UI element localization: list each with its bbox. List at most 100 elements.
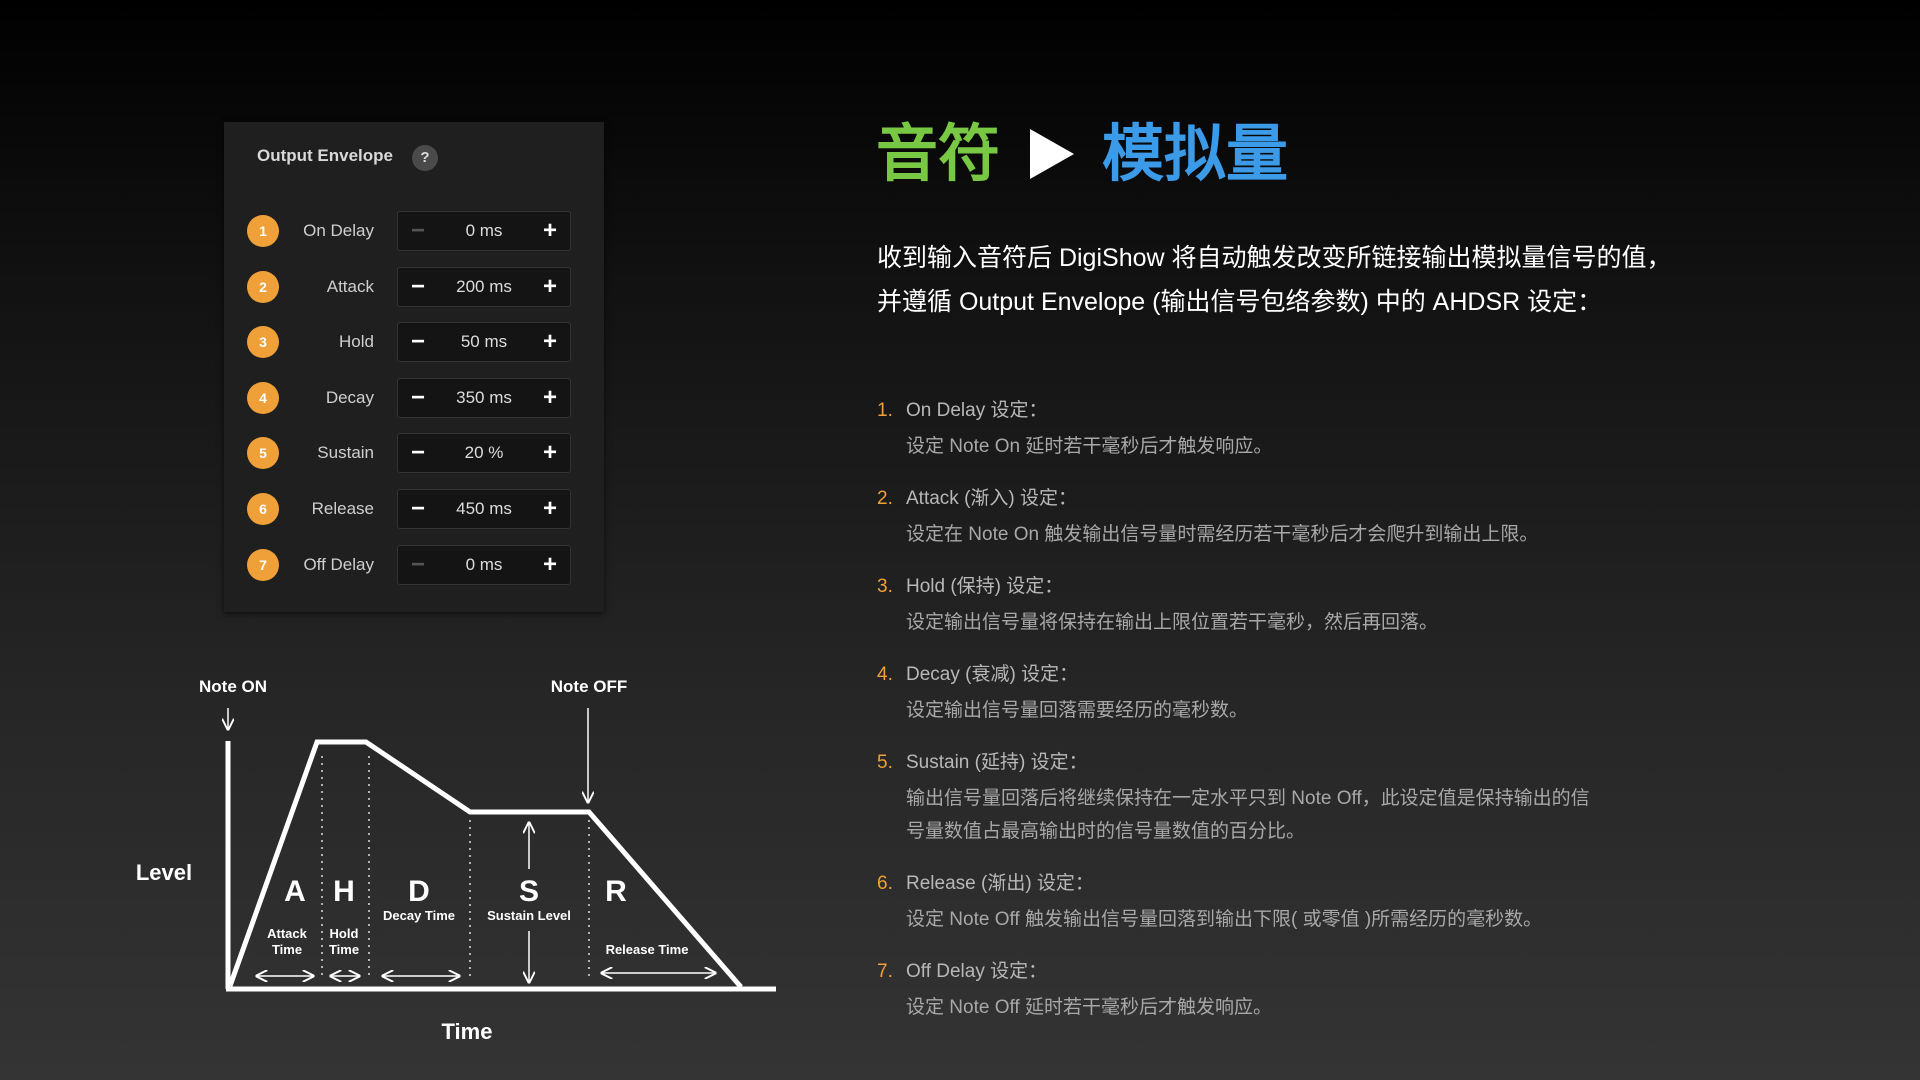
hold-time-label: Hold (330, 926, 359, 941)
increment-button[interactable]: + (542, 495, 557, 522)
param-value[interactable]: 0 ms (465, 554, 503, 574)
step-number-badge: 5 (247, 437, 279, 470)
param-value[interactable]: 350 ms (456, 387, 512, 407)
decrement-button[interactable]: − (410, 328, 425, 356)
stage-a: A (284, 875, 306, 908)
item-description: 输出信号量回落后将继续保持在一定水平只到 Note Off，此设定值是保持输出的… (906, 782, 1590, 848)
release-time-label: Release Time (606, 942, 689, 957)
param-label: On Delay (303, 221, 374, 240)
decay-time-label: Decay Time (383, 908, 455, 923)
item-description-line: 设定 Note On 延时若干毫秒后才触发响应。 (906, 436, 1273, 457)
param-stepper[interactable]: − 0 ms + (397, 211, 571, 251)
envelope-row: 6 Release − 450 ms + (224, 489, 604, 529)
stage-r: R (605, 875, 627, 908)
item-description: 设定 Note Off 触发输出信号量回落到输出下限( 或零值 )所需经历的毫秒… (906, 903, 1542, 936)
item-description-line: 号量数值占最高输出时的信号量数值的百分比。 (906, 821, 1306, 842)
param-stepper[interactable]: − 200 ms + (397, 266, 571, 307)
stage-h: H (333, 875, 355, 908)
time-axis-label: Time (442, 1019, 493, 1044)
envelope-row: 5 Sustain − 20 % + (224, 433, 604, 474)
envelope-row: 1 On Delay − 0 ms + (224, 211, 604, 251)
increment-button[interactable]: + (542, 272, 557, 300)
item-description: 设定输出信号量将保持在输出上限位置若干毫秒，然后再回落。 (906, 606, 1438, 639)
param-label: Off Delay (303, 554, 374, 574)
item-number: 6. (877, 873, 893, 894)
item-description-line: 输出信号量回落后将继续保持在一定水平只到 Note Off，此设定值是保持输出的… (906, 788, 1590, 809)
item-number: 4. (877, 664, 893, 685)
attack-time-label: Attack (267, 926, 308, 941)
attack-time-label-2: Time (272, 942, 302, 957)
help-icon[interactable]: ? (412, 145, 438, 171)
output-envelope-panel: Output Envelope ? 1 On Delay − 0 ms + 2 … (224, 122, 604, 612)
param-value[interactable]: 450 ms (456, 499, 512, 518)
item-heading: Release (渐出) 设定： (906, 873, 1094, 894)
intro-line: 收到输入音符后 DigiShow 将自动触发改变所链接输出模拟量信号的值， (877, 244, 1672, 272)
hold-time-label-2: Time (329, 942, 359, 957)
param-stepper[interactable]: − 350 ms + (397, 377, 571, 418)
item-description-line: 设定在 Note On 触发输出信号量时需经历若干毫秒后才会爬升到输出上限。 (906, 524, 1539, 545)
step-number-badge: 4 (247, 381, 279, 414)
step-number-badge: 2 (247, 270, 279, 303)
item-number: 5. (877, 752, 893, 773)
envelope-row: 7 Off Delay − 0 ms + (224, 544, 604, 585)
stage-s: S (519, 875, 539, 908)
param-stepper[interactable]: − 20 % + (397, 433, 571, 474)
item-description: 设定在 Note On 触发输出信号量时需经历若干毫秒后才会爬升到输出上限。 (906, 518, 1538, 551)
title-note: 音符 (876, 120, 1001, 189)
item-description-line: 设定输出信号量回落需要经历的毫秒数。 (906, 700, 1249, 721)
item-heading: Attack (渐入) 设定： (906, 488, 1078, 509)
param-value[interactable]: 200 ms (456, 276, 512, 296)
level-axis-label: Level (136, 860, 192, 885)
decrement-button[interactable]: − (410, 495, 425, 522)
item-description: 设定输出信号量回落需要经历的毫秒数。 (906, 694, 1248, 727)
item-description-line: 设定输出信号量将保持在输出上限位置若干毫秒，然后再回落。 (906, 612, 1439, 633)
step-number-badge: 7 (247, 548, 279, 581)
envelope-row: 2 Attack − 200 ms + (224, 266, 604, 307)
param-label: Release (311, 499, 374, 518)
step-number-badge: 1 (247, 215, 279, 247)
param-label: Hold (339, 332, 374, 352)
increment-button[interactable]: + (542, 328, 557, 356)
item-heading: Off Delay 设定： (906, 961, 1048, 982)
page-title: 音符 模拟量 (876, 118, 1288, 192)
item-heading: Sustain (延持) 设定： (906, 752, 1088, 773)
decrement-button[interactable]: − (410, 439, 425, 467)
increment-button[interactable]: + (542, 383, 557, 411)
item-description-line: 设定 Note Off 触发输出信号量回落到输出下限( 或零值 )所需经历的毫秒… (906, 909, 1543, 930)
decrement-button[interactable]: − (410, 272, 425, 300)
note-off-label: Note OFF (551, 677, 628, 696)
note-on-label: Note ON (199, 677, 267, 696)
envelope-row: 3 Hold − 50 ms + (224, 322, 604, 363)
decrement-button[interactable]: − (410, 217, 425, 244)
param-stepper[interactable]: − 50 ms + (397, 322, 571, 363)
play-arrow-icon (1030, 129, 1075, 179)
title-analog: 模拟量 (1102, 120, 1289, 189)
envelope-row: 4 Decay − 350 ms + (224, 377, 604, 418)
item-heading: Hold (保持) 设定： (906, 576, 1064, 597)
item-heading: Decay (衰减) 设定： (906, 664, 1079, 685)
param-value[interactable]: 20 % (464, 443, 504, 463)
intro-line: 并遵循 Output Envelope (输出信号包络参数) 中的 AHDSR … (877, 288, 1603, 316)
envelope-curve (227, 739, 743, 989)
item-description: 设定 Note On 延时若干毫秒后才触发响应。 (906, 430, 1272, 463)
panel-title: Output Envelope (257, 146, 393, 165)
param-label: Attack (326, 276, 374, 296)
param-label: Decay (325, 387, 374, 407)
decrement-button[interactable]: − (410, 550, 425, 578)
item-description: 设定 Note Off 延时若干毫秒后才触发响应。 (906, 991, 1272, 1024)
param-value[interactable]: 0 ms (465, 221, 503, 240)
param-value[interactable]: 50 ms (460, 332, 508, 352)
param-stepper[interactable]: − 0 ms + (397, 544, 571, 585)
item-heading: On Delay 设定： (906, 400, 1048, 421)
item-number: 7. (877, 961, 893, 982)
item-number: 2. (877, 488, 893, 509)
param-stepper[interactable]: − 450 ms + (397, 489, 571, 529)
increment-button[interactable]: + (542, 550, 557, 578)
increment-button[interactable]: + (542, 217, 557, 244)
intro-text: 收到输入音符后 DigiShow 将自动触发改变所链接输出模拟量信号的值， 并遵… (877, 236, 1672, 324)
item-description-line: 设定 Note Off 延时若干毫秒后才触发响应。 (906, 997, 1272, 1018)
decrement-button[interactable]: − (410, 383, 425, 411)
increment-button[interactable]: + (542, 439, 557, 467)
step-number-badge: 3 (247, 326, 279, 359)
stage-d: D (408, 875, 430, 908)
